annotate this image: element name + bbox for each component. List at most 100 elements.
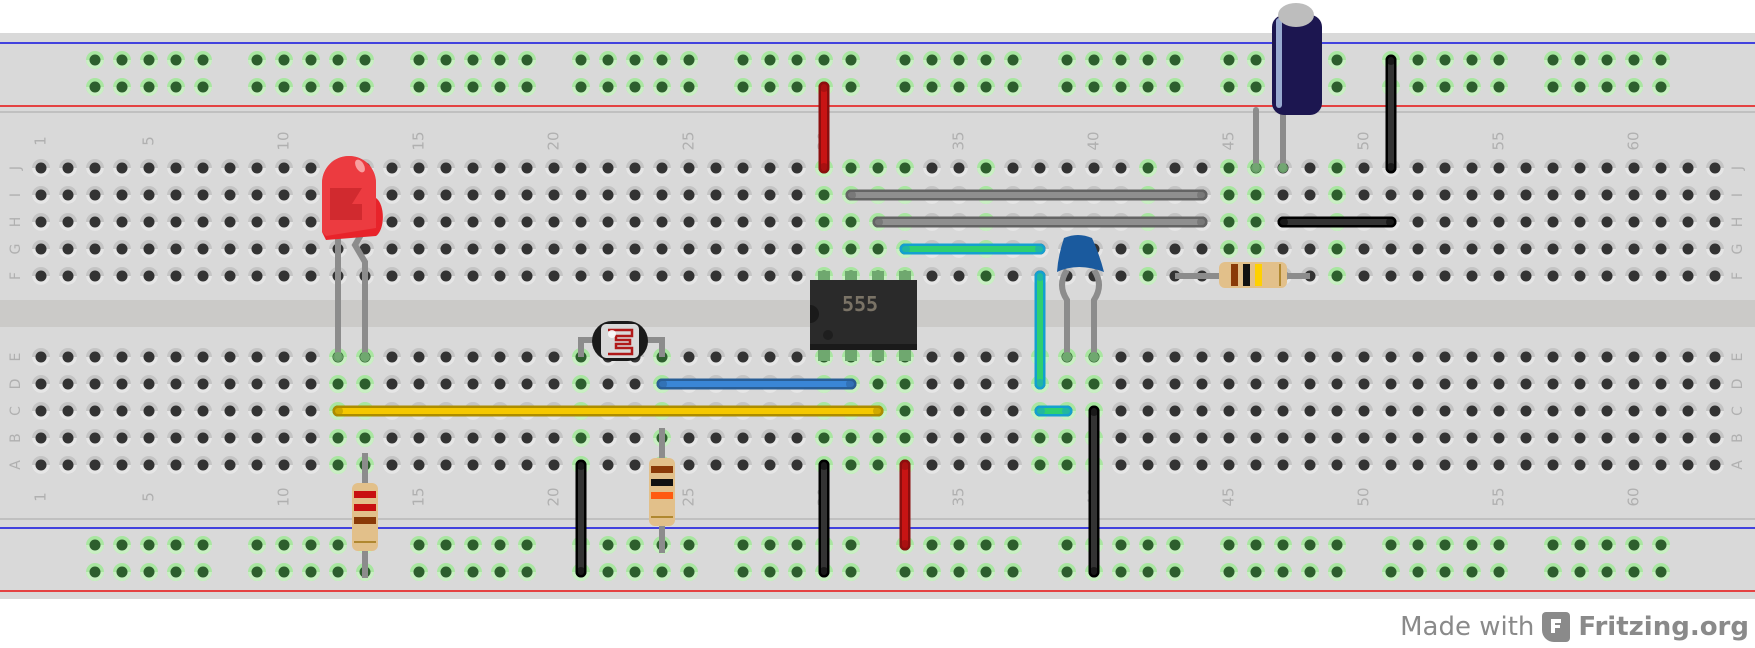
hole[interactable] <box>707 159 725 177</box>
hole[interactable] <box>788 456 806 474</box>
hole[interactable] <box>1382 186 1400 204</box>
hole[interactable] <box>1004 429 1022 447</box>
hole[interactable] <box>1463 456 1481 474</box>
wire-blue[interactable] <box>656 378 857 390</box>
hole[interactable] <box>680 348 698 366</box>
hole[interactable] <box>167 240 185 258</box>
hole[interactable] <box>140 240 158 258</box>
hole[interactable] <box>653 240 671 258</box>
hole[interactable] <box>734 348 752 366</box>
hole-connected[interactable] <box>869 429 887 447</box>
hole-connected[interactable] <box>1301 536 1319 554</box>
hole[interactable] <box>275 186 293 204</box>
hole[interactable] <box>734 267 752 285</box>
hole-connected[interactable] <box>1139 51 1157 69</box>
hole[interactable] <box>1112 429 1130 447</box>
hole-connected[interactable] <box>1490 78 1508 96</box>
hole[interactable] <box>302 267 320 285</box>
hole[interactable] <box>545 159 563 177</box>
hole-connected[interactable] <box>653 51 671 69</box>
hole-connected[interactable] <box>1544 51 1562 69</box>
hole[interactable] <box>680 213 698 231</box>
ic-555[interactable]: 555 <box>810 271 917 361</box>
hole[interactable] <box>59 429 77 447</box>
hole[interactable] <box>248 348 266 366</box>
hole[interactable] <box>1706 267 1724 285</box>
hole-connected[interactable] <box>410 51 428 69</box>
hole[interactable] <box>113 375 131 393</box>
hole[interactable] <box>194 213 212 231</box>
hole[interactable] <box>1382 267 1400 285</box>
hole-connected[interactable] <box>923 536 941 554</box>
hole[interactable] <box>1652 159 1670 177</box>
hole-connected[interactable] <box>1166 563 1184 581</box>
hole-connected[interactable] <box>1004 563 1022 581</box>
hole[interactable] <box>140 402 158 420</box>
hole[interactable] <box>383 456 401 474</box>
hole[interactable] <box>32 159 50 177</box>
hole[interactable] <box>1112 402 1130 420</box>
hole[interactable] <box>707 213 725 231</box>
hole[interactable] <box>1571 159 1589 177</box>
hole[interactable] <box>410 159 428 177</box>
hole[interactable] <box>302 375 320 393</box>
hole[interactable] <box>1463 213 1481 231</box>
hole[interactable] <box>1625 186 1643 204</box>
hole[interactable] <box>59 267 77 285</box>
hole[interactable] <box>383 375 401 393</box>
hole-connected[interactable] <box>248 51 266 69</box>
hole[interactable] <box>1598 159 1616 177</box>
hole[interactable] <box>32 375 50 393</box>
hole[interactable] <box>1436 186 1454 204</box>
hole[interactable] <box>734 213 752 231</box>
hole[interactable] <box>1679 456 1697 474</box>
hole[interactable] <box>977 375 995 393</box>
hole-connected[interactable] <box>1220 186 1238 204</box>
hole-connected[interactable] <box>329 563 347 581</box>
resistor-r3[interactable] <box>1175 262 1310 288</box>
hole[interactable] <box>1517 456 1535 474</box>
hole[interactable] <box>86 159 104 177</box>
hole[interactable] <box>761 159 779 177</box>
wire-black-3[interactable] <box>1088 405 1100 578</box>
hole-connected[interactable] <box>1463 78 1481 96</box>
hole[interactable] <box>1193 456 1211 474</box>
hole[interactable] <box>761 348 779 366</box>
hole[interactable] <box>707 456 725 474</box>
hole[interactable] <box>194 456 212 474</box>
hole[interactable] <box>275 159 293 177</box>
hole[interactable] <box>950 159 968 177</box>
hole[interactable] <box>1031 159 1049 177</box>
hole[interactable] <box>302 240 320 258</box>
hole[interactable] <box>788 240 806 258</box>
hole-connected[interactable] <box>1409 78 1427 96</box>
hole[interactable] <box>1544 159 1562 177</box>
hole[interactable] <box>1085 159 1103 177</box>
hole-connected[interactable] <box>626 536 644 554</box>
hole-connected[interactable] <box>869 240 887 258</box>
hole[interactable] <box>1679 159 1697 177</box>
hole[interactable] <box>1544 402 1562 420</box>
hole-connected[interactable] <box>923 563 941 581</box>
hole-connected[interactable] <box>950 536 968 554</box>
hole[interactable] <box>1409 402 1427 420</box>
hole[interactable] <box>221 348 239 366</box>
hole[interactable] <box>1301 348 1319 366</box>
hole-connected[interactable] <box>1652 51 1670 69</box>
hole[interactable] <box>32 240 50 258</box>
hole-connected[interactable] <box>1544 536 1562 554</box>
hole[interactable] <box>1247 375 1265 393</box>
hole[interactable] <box>950 348 968 366</box>
hole[interactable] <box>1166 429 1184 447</box>
hole[interactable] <box>1301 402 1319 420</box>
hole[interactable] <box>275 375 293 393</box>
hole[interactable] <box>1004 375 1022 393</box>
photocell-ldr[interactable] <box>592 321 648 361</box>
hole-connected[interactable] <box>1409 51 1427 69</box>
hole[interactable] <box>59 456 77 474</box>
hole[interactable] <box>1463 375 1481 393</box>
hole-connected[interactable] <box>1220 78 1238 96</box>
hole[interactable] <box>599 267 617 285</box>
hole[interactable] <box>788 186 806 204</box>
hole[interactable] <box>1328 348 1346 366</box>
